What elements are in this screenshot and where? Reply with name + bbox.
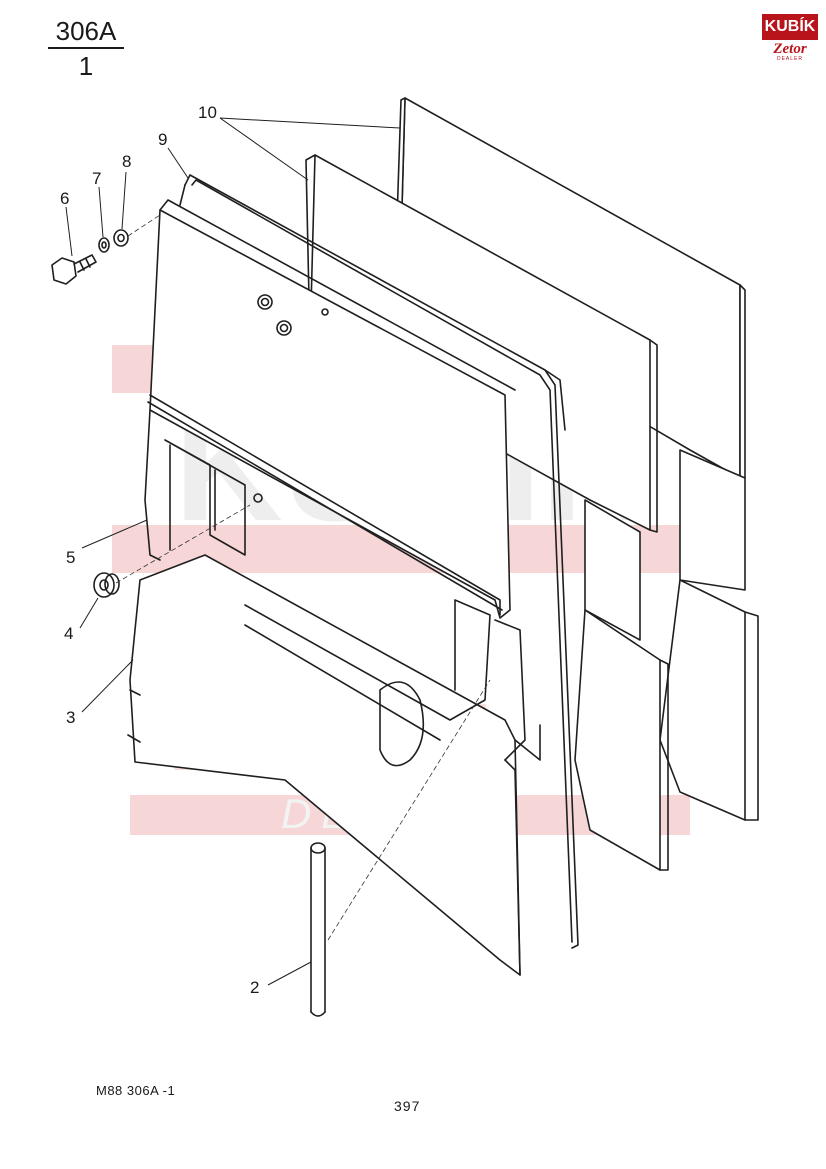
logo-dealer-text: DEALER [776,56,803,62]
callout-4: 4 [64,624,73,643]
drawing-reference: M88 306A -1 [96,1083,176,1098]
part-4-grommet [93,572,120,598]
callout-10: 10 [198,103,217,122]
figure-code-denominator: 1 [78,51,94,81]
figure-code-numerator: 306A [55,16,117,46]
callout-5: 5 [66,548,75,567]
callout-2: 2 [250,978,259,997]
part-10-insulation-panel-rear [394,97,759,821]
part-3-lower-panel [127,554,541,976]
part-9-gasket-frame [179,174,579,949]
page-number: 397 [394,1098,421,1114]
callout-3: 3 [66,708,75,727]
callout-7: 7 [92,169,101,188]
logo-zetor-text: Zetor [773,41,807,57]
part-2-rod [310,842,326,1017]
figure-code-rule [48,47,124,49]
part-8-flat-washer [113,229,129,247]
leader-lines [65,117,401,986]
callout-9: 9 [158,130,167,149]
part-7-spring-washer [98,237,110,253]
logo-kubik-text: KUBÍK [762,14,818,40]
part-10-insulation-panel-front [305,154,669,871]
callout-8: 8 [122,152,131,171]
assembly-centre-lines [115,214,491,941]
kubik-zetor-logo: KUBÍK Zetor DEALER [762,14,818,62]
callout-6: 6 [60,189,69,208]
part-5-upper-plate [144,199,516,619]
part-6-bolt [51,254,97,285]
figure-code: 306A 1 [48,16,124,81]
